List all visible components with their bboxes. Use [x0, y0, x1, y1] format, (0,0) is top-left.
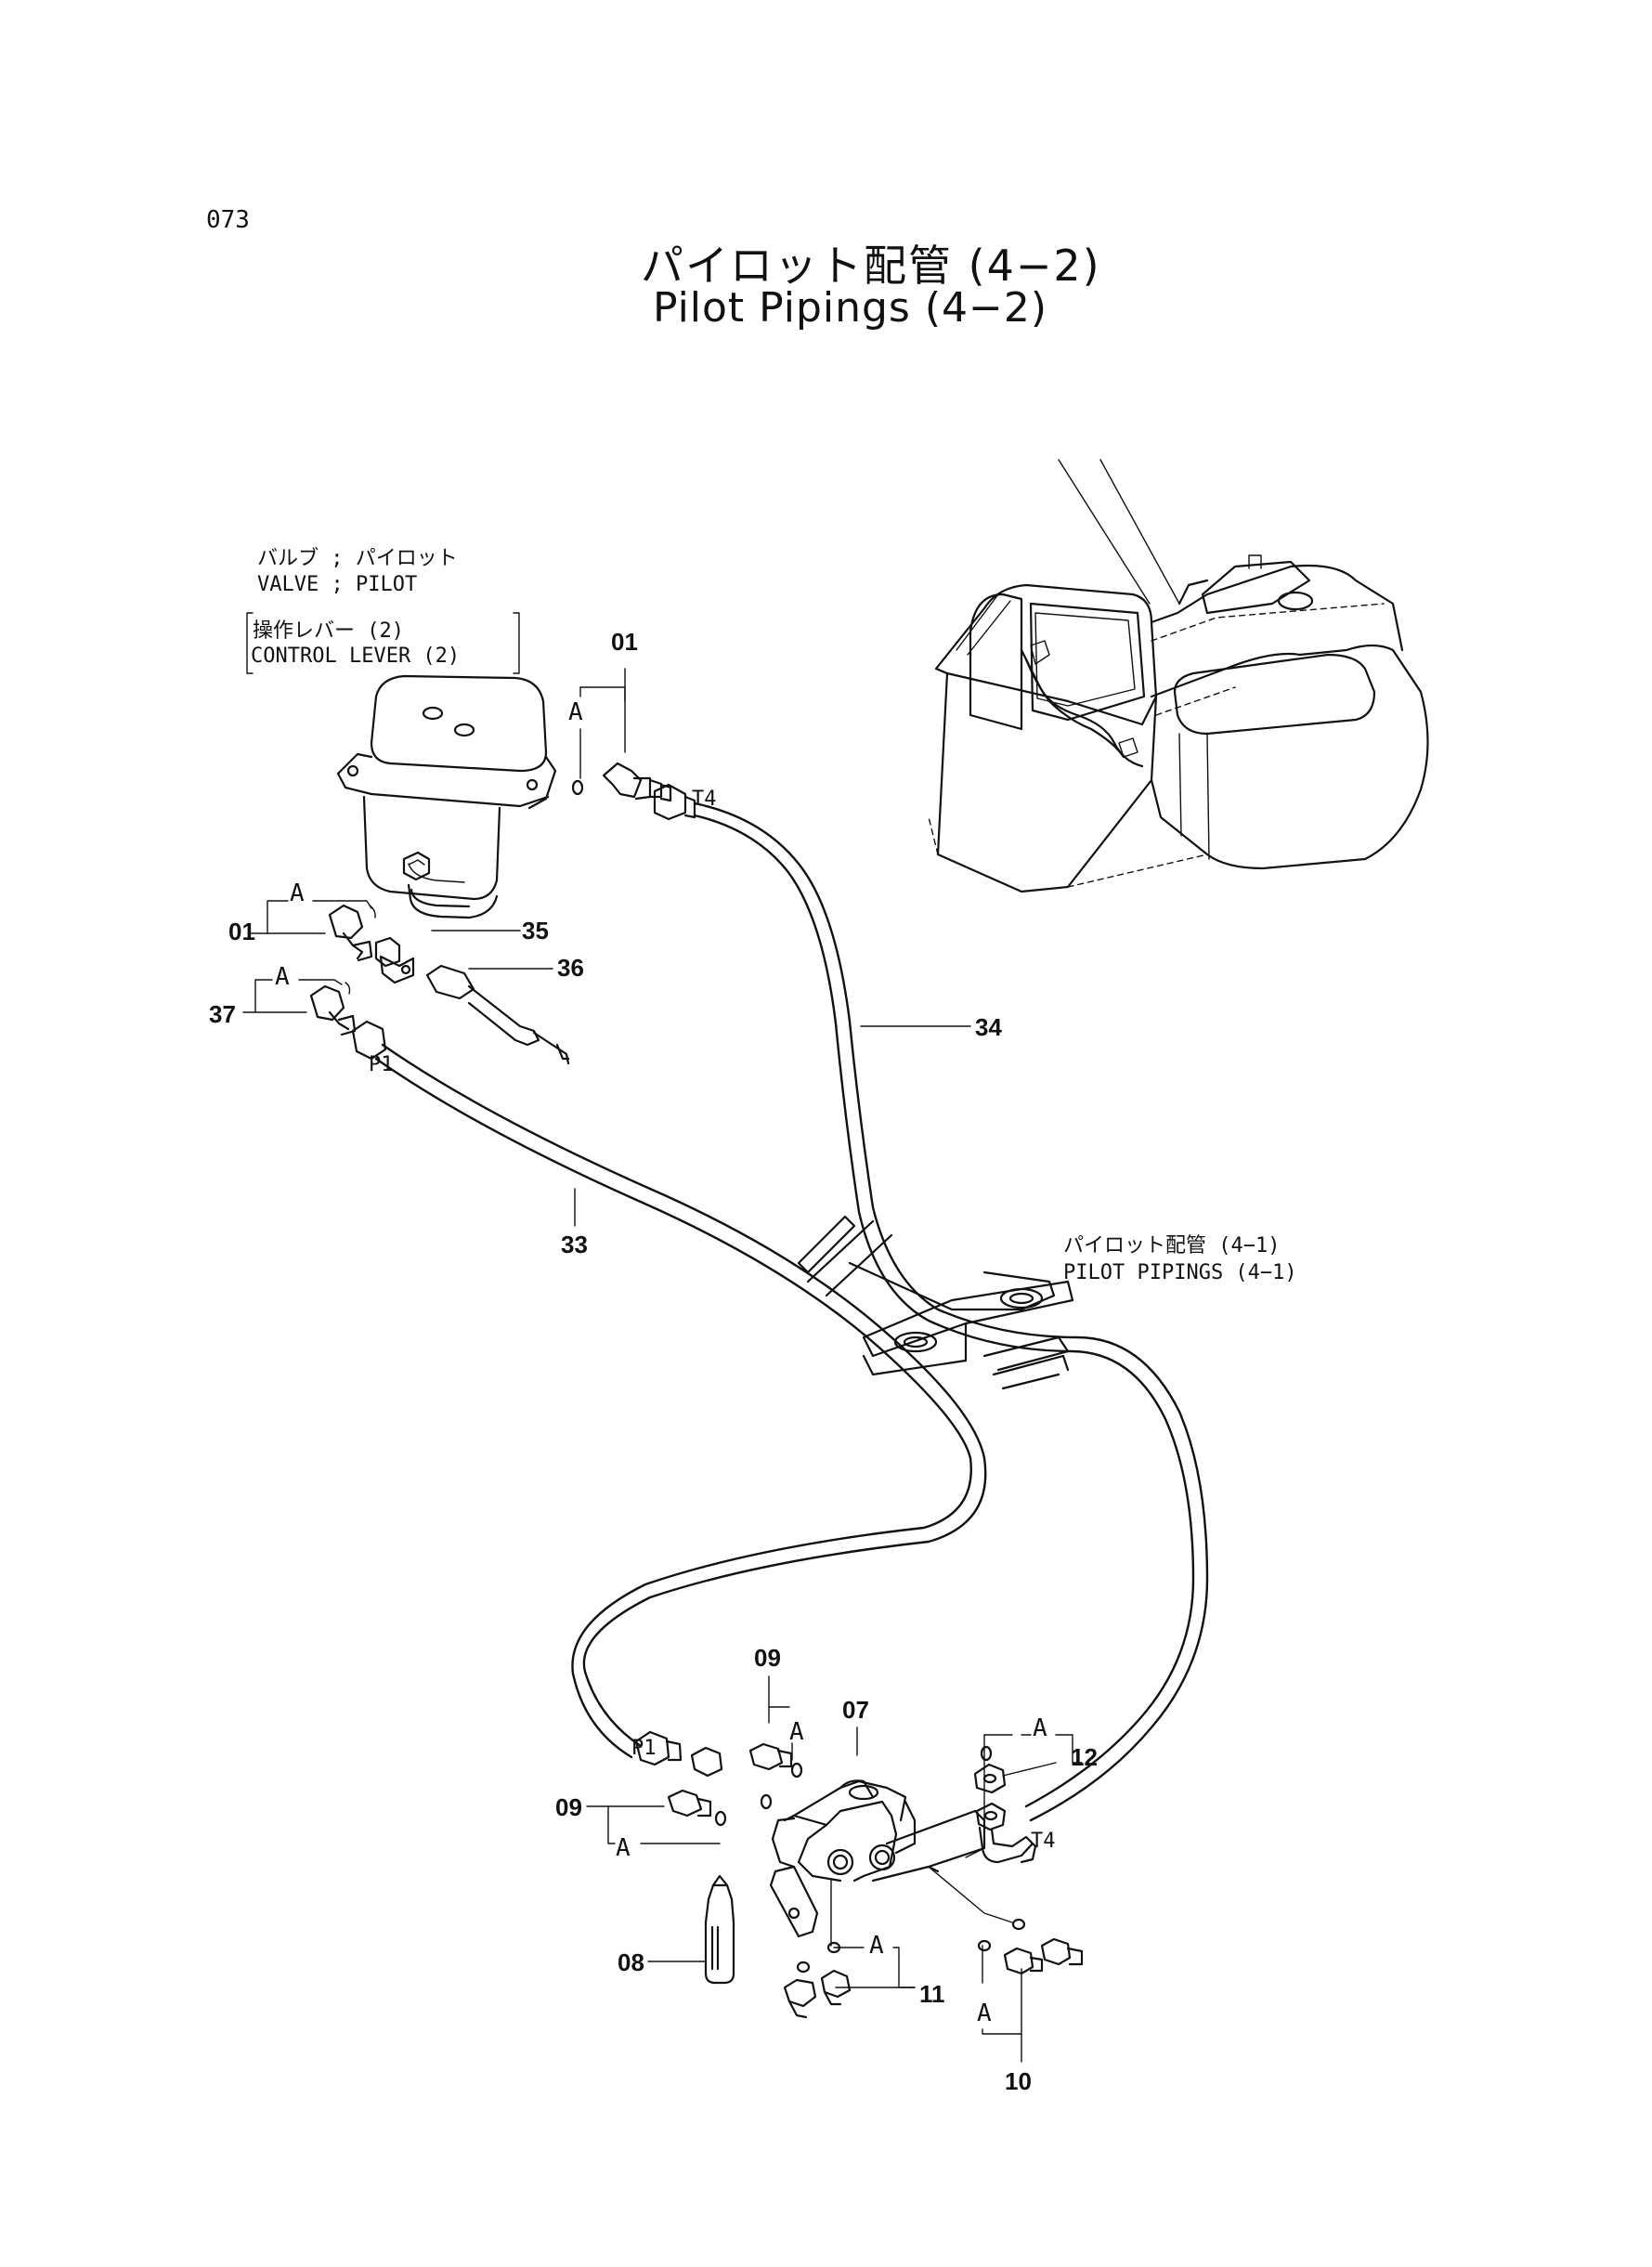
group-mark-a-6: A — [616, 1834, 631, 1862]
valve-body-07 — [769, 1726, 986, 1938]
group-mark-a-1: A — [568, 698, 583, 726]
part-number-37: 37 — [209, 1000, 236, 1028]
callout-10 — [928, 1866, 1084, 2063]
hose-34 — [653, 783, 1209, 1822]
part-number-09-top: 09 — [754, 1644, 781, 1672]
valve-sublabel-en: CONTROL LEVER (2) — [251, 645, 461, 668]
part-number-08: 08 — [618, 1948, 644, 1976]
callout-01-top — [571, 668, 672, 802]
part-number-35: 35 — [522, 917, 549, 945]
part-number-01-left: 01 — [228, 918, 255, 945]
part-number-36: 36 — [557, 954, 584, 982]
group-mark-a-3: A — [275, 963, 290, 991]
part-number-12: 12 — [1071, 1743, 1098, 1771]
valve-label-en: VALVE ; PILOT — [257, 573, 418, 596]
clamp-bracket — [797, 1215, 1074, 1390]
part-number-33: 33 — [561, 1231, 588, 1258]
group-mark-a-5: A — [1033, 1714, 1047, 1742]
callout-12 — [965, 1734, 1083, 1864]
title-english: Pilot Pipings (4−2) — [653, 284, 1048, 332]
group-mark-a-4: A — [789, 1718, 804, 1746]
valve-35 — [374, 930, 521, 984]
excavator-overview-icon — [928, 459, 1429, 893]
group-mark-a-8: A — [977, 2000, 992, 2027]
reference-label-jp: パイロット配管 (4−1) — [1063, 1234, 1281, 1257]
callout-09-top — [748, 1675, 803, 1778]
valve-sublabel-jp: 操作レバー (2) — [253, 619, 404, 643]
valve-label-bracket — [246, 612, 520, 674]
group-mark-a-7: A — [869, 1932, 884, 1960]
part-number-01-top: 01 — [611, 628, 638, 656]
part-number-34: 34 — [975, 1013, 1002, 1041]
bolt-08 — [647, 1874, 735, 1985]
reference-label-en: PILOT PIPINGS (4−1) — [1063, 1261, 1297, 1284]
sensor-36 — [425, 964, 570, 1065]
pilot-valve-body — [336, 674, 557, 919]
callout-01-left — [248, 900, 376, 962]
callout-09-left — [586, 1789, 773, 1844]
part-number-11: 11 — [919, 1980, 945, 2008]
part-number-09-left: 09 — [555, 1793, 582, 1821]
valve-label-jp: バルブ ; パイロット — [257, 547, 458, 570]
callout-37 — [242, 979, 357, 1036]
hose-33 — [351, 1020, 987, 1759]
part-number-10: 10 — [1005, 2067, 1032, 2095]
group-mark-a-2: A — [290, 879, 305, 907]
page-number: 073 — [206, 206, 250, 234]
title-japanese: パイロット配管 (4−2) — [641, 241, 1101, 291]
part-number-07: 07 — [842, 1696, 869, 1724]
bottom-fitting-p1 — [634, 1730, 723, 1778]
callout-11 — [783, 1880, 916, 2019]
